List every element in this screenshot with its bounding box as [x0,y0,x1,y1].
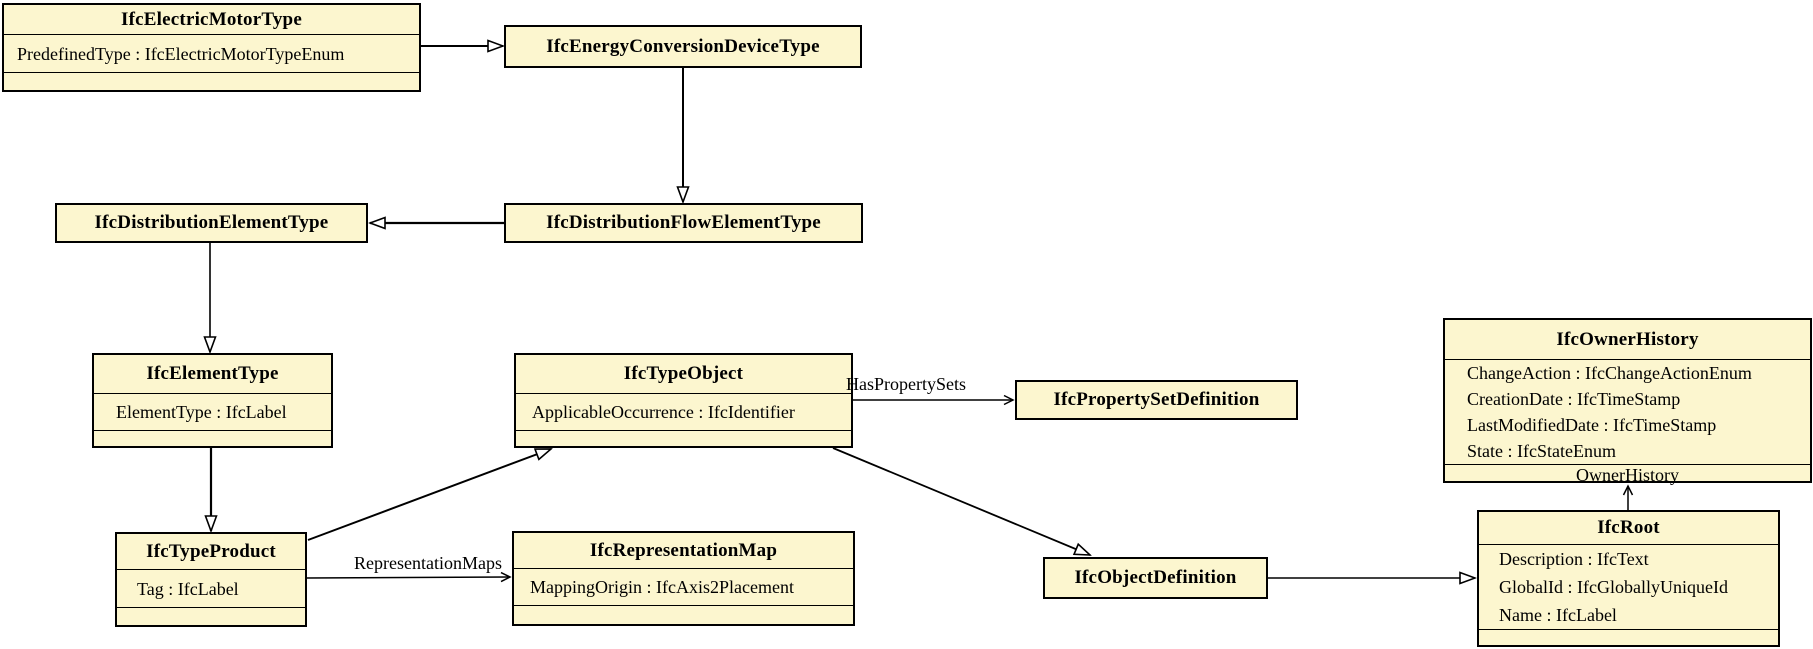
class-attribute: ChangeAction : IfcChangeActionEnum [1467,363,1752,383]
class-title: IfcElementType [94,355,331,394]
class-title: IfcRoot [1479,512,1778,545]
class-title: IfcElectricMotorType [4,5,419,35]
class-attribute: Description : IfcText [1499,549,1649,569]
class-title: IfcOwnerHistory [1445,320,1810,360]
class-attribute: ElementType : IfcLabel [116,402,287,422]
class-attribute: GlobalId : IfcGloballyUniqueId [1499,577,1728,597]
class-attribute: LastModifiedDate : IfcTimeStamp [1467,415,1717,435]
class-ifctypeproduct[interactable]: IfcTypeProduct Tag : IfcLabel [115,532,307,627]
class-attribute: PredefinedType : IfcElectricMotorTypeEnu… [17,43,345,64]
class-attribute: Name : IfcLabel [1499,605,1617,625]
class-ifctypeobject[interactable]: IfcTypeObject ApplicableOccurrence : Ifc… [514,353,853,448]
class-ifcdistributionelementtype[interactable]: IfcDistributionElementType [55,203,368,243]
class-ifcenergyconversiondevicetype[interactable]: IfcEnergyConversionDeviceType [504,25,862,68]
empty-compartment [4,73,419,90]
generalization-typeproduct-to-typeobject [307,448,551,541]
class-title: IfcEnergyConversionDeviceType [546,35,820,57]
class-ifcrepresentationmap[interactable]: IfcRepresentationMap MappingOrigin : Ifc… [512,531,855,626]
empty-compartment [516,431,851,446]
association-representationmaps-arrow [306,571,512,583]
empty-compartment [94,431,331,446]
class-attribute: MappingOrigin : IfcAxis2Placement [530,577,794,597]
class-ifcownerhistory[interactable]: IfcOwnerHistory ChangeAction : IfcChange… [1443,318,1812,485]
class-title: IfcObjectDefinition [1074,567,1237,588]
class-ifcelectricmotortype[interactable]: IfcElectricMotorType PredefinedType : If… [2,3,421,92]
empty-compartment [117,608,305,625]
class-ifcobjectdefinition[interactable]: IfcObjectDefinition [1043,557,1268,599]
class-title: IfcTypeObject [516,355,851,394]
role-label-ownerhistory: OwnerHistory [1576,465,1679,485]
class-attribute: Tag : IfcLabel [137,578,239,599]
association-label-haspropertysets: HasPropertySets [846,374,966,394]
class-title: IfcPropertySetDefinition [1053,389,1260,410]
class-attribute: State : IfcStateEnum [1467,441,1616,461]
class-ifcelementtype[interactable]: IfcElementType ElementType : IfcLabel [92,353,333,448]
empty-compartment [514,606,853,624]
class-ifcpropertysetdefinition[interactable]: IfcPropertySetDefinition [1015,380,1298,420]
class-ifcroot[interactable]: IfcRoot Description : IfcText GlobalId :… [1477,510,1780,647]
class-title: IfcDistributionElementType [94,212,329,233]
class-ifcdistributionflowelementtype[interactable]: IfcDistributionFlowElementType [504,203,863,243]
class-attribute: CreationDate : IfcTimeStamp [1467,389,1681,409]
class-title: IfcDistributionFlowElementType [546,212,821,233]
association-label-representationmaps: RepresentationMaps [354,553,502,573]
class-title: IfcTypeProduct [117,534,305,570]
class-title: IfcRepresentationMap [514,533,853,569]
empty-compartment [1479,630,1778,645]
generalization-typeobject-to-objectdefinition [832,447,1090,555]
class-attribute: ApplicableOccurrence : IfcIdentifier [532,402,795,422]
